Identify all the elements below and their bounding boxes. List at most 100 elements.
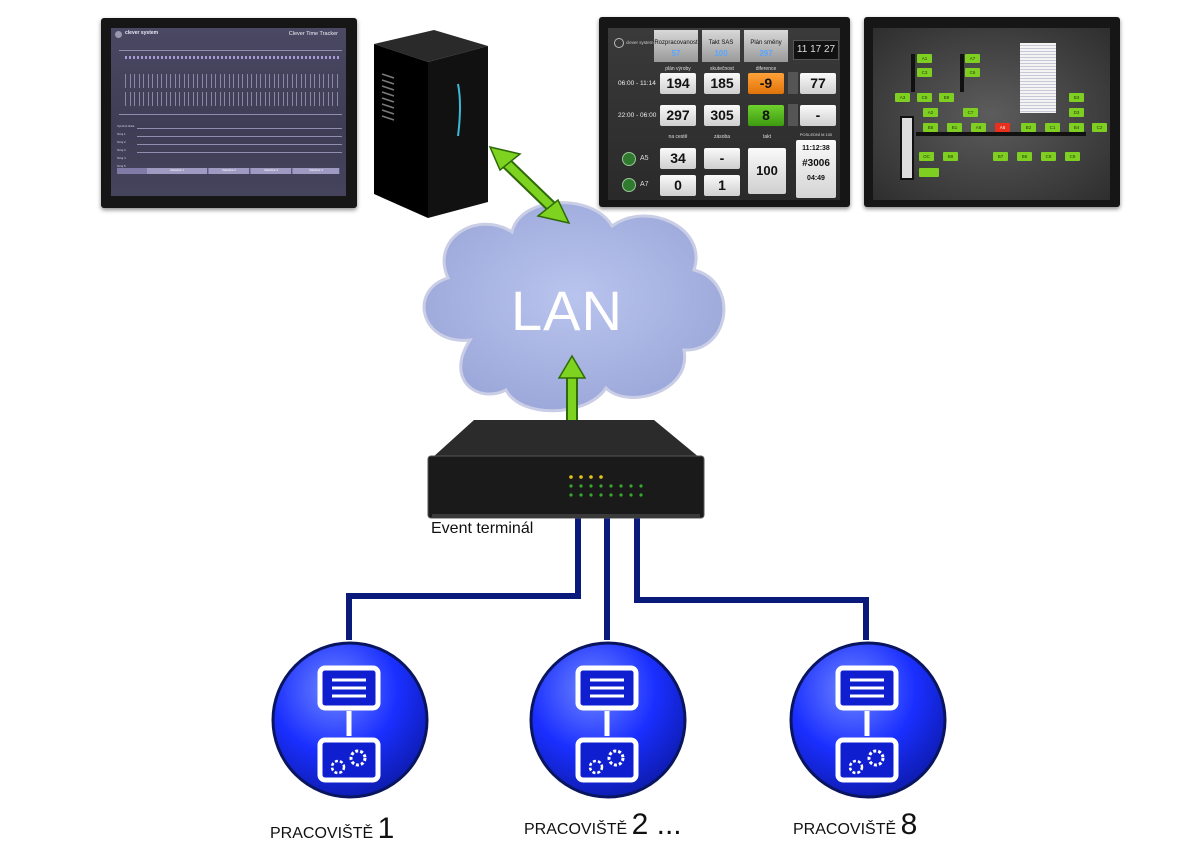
- workstation-number: 2 ...: [631, 808, 682, 841]
- workstation-number: 1: [377, 812, 395, 845]
- side-label: [788, 104, 798, 126]
- order-bar: Zakázka 1 Zakázka 2 Zakázka 3 Zakázka 4: [117, 168, 340, 174]
- conveyor: [916, 132, 1086, 136]
- wip-panel: [654, 30, 698, 62]
- station-cell: C9: [1065, 152, 1080, 161]
- station-cell: C6: [965, 68, 980, 77]
- workstation-prefix: PRACOVIŠTĚ: [793, 821, 897, 838]
- order-cell: Zakázka 1: [147, 168, 208, 174]
- rail: [911, 54, 915, 92]
- time-cell: 77: [800, 73, 836, 94]
- takt-label: Takt SAS: [708, 40, 734, 46]
- plan-cell: 297: [660, 105, 696, 126]
- column-label: skutečnost: [710, 66, 734, 72]
- column-label: diference: [755, 66, 777, 72]
- time-tracker-title: Clever Time Tracker: [288, 31, 338, 37]
- station-cell: A1: [917, 54, 932, 63]
- andon-screen: clever system Rozpracovanost Takt SAS Pl…: [608, 28, 840, 200]
- server-icon: [374, 30, 488, 218]
- station-label: A5: [640, 155, 649, 162]
- row-label: Stroj 4: [117, 156, 126, 160]
- server-link-arrow-icon: [488, 145, 571, 225]
- last-unit-panel: 11:12:38 #3006 04:49: [796, 140, 836, 198]
- shift-label: 06:00 - 11:14: [618, 80, 656, 87]
- plan-value: 297: [759, 49, 773, 58]
- station-cell: D3: [1069, 108, 1084, 117]
- clever-logo-icon: [115, 31, 122, 38]
- plan-panel: [744, 30, 788, 62]
- wip-value: 57: [671, 49, 681, 58]
- order-cell: Zakázka 2: [209, 168, 250, 174]
- workstation-prefix: PRACOVIŠTĚ: [270, 825, 374, 842]
- column-label: plán výroby: [665, 66, 691, 72]
- workstation-1-label: PRACOVIŠTĚ 1: [270, 812, 394, 846]
- station-cell: C2: [1092, 123, 1107, 132]
- layout-screen: A1 A7 C3 C6 A3 C5 B9 B3 A2 C7 D3 B5 B1 A…: [873, 28, 1110, 200]
- actual-cell: 185: [704, 73, 740, 94]
- station-cell: OC: [919, 152, 934, 161]
- row-line: [137, 136, 342, 137]
- timeline-events: [125, 56, 340, 59]
- workstation-prefix: PRACOVIŠTĚ: [524, 821, 628, 838]
- station-cell: B8: [943, 152, 958, 161]
- row-line: [137, 144, 342, 145]
- station-cell: A3: [895, 93, 910, 102]
- station-icon: [622, 152, 636, 166]
- row-line: [137, 128, 342, 129]
- row-line: [137, 152, 342, 153]
- station-cell: C3: [917, 68, 932, 77]
- time-cell: -: [800, 105, 836, 126]
- time-tracker-header: clever system Clever Time Tracker: [111, 28, 346, 42]
- station-cell: A8: [971, 123, 986, 132]
- order-cell: Zakázka 4: [293, 168, 340, 174]
- actual-cell: 305: [704, 105, 740, 126]
- time-tracker-monitor: clever system Clever Time Tracker Výrobn…: [101, 18, 357, 208]
- station-cell: B3: [1069, 93, 1084, 102]
- event-terminal-label: Event terminál: [431, 520, 534, 537]
- row-label: Stroj 2: [117, 140, 126, 144]
- takt-cell-value: 100: [756, 163, 778, 178]
- transit-cell: 34: [660, 148, 696, 169]
- station-cell-alert: A6: [995, 123, 1010, 132]
- station-cell-empty: [919, 168, 939, 177]
- column-label: takt: [762, 134, 772, 140]
- station-cell: C1: [1045, 123, 1060, 132]
- takt-cell: 100: [748, 148, 786, 194]
- row-label: Stroj 1: [117, 132, 126, 136]
- last-duration: 04:49: [807, 175, 825, 182]
- row-label: Stroj 3: [117, 148, 126, 152]
- workstation-2-label: PRACOVIŠTĚ 2 ...: [524, 808, 682, 842]
- station-cell: C7: [963, 108, 978, 117]
- station-cell: A7: [965, 54, 980, 63]
- time-tracker-screen: clever system Clever Time Tracker Výrobn…: [111, 28, 346, 196]
- workstation-3-label: PRACOVIŠTĚ 8: [793, 808, 917, 842]
- time-tracker-brand: clever system: [125, 30, 159, 36]
- last-time: 11:12:38: [802, 145, 830, 152]
- conveyor-head: [900, 116, 914, 180]
- workstation-1-icon: [271, 641, 429, 799]
- difference-cell: -9: [748, 73, 784, 94]
- order-cell: Zakázka 3: [251, 168, 292, 174]
- column-label: zásoba: [713, 134, 731, 140]
- shift-label: 22:00 - 06:00: [618, 112, 657, 119]
- station-icon: [622, 178, 636, 192]
- station-cell: B9: [939, 93, 954, 102]
- lan-label: LAN: [511, 279, 623, 342]
- column-label: na cestě: [668, 134, 688, 140]
- stock-cell: -: [704, 148, 740, 169]
- timeline-axis: [119, 50, 342, 51]
- layout-monitor: A1 A7 C3 C6 A3 C5 B9 B3 A2 C7 D3 B5 B1 A…: [864, 17, 1120, 207]
- rail: [960, 54, 964, 92]
- difference-cell: 8: [748, 105, 784, 126]
- andon-monitor: clever system Rozpracovanost Takt SAS Pl…: [599, 17, 850, 207]
- machine-state-trace: [125, 74, 340, 88]
- wip-label: Rozpracovanost: [654, 40, 698, 46]
- station-cell: C5: [917, 93, 932, 102]
- station-cell: B6: [1017, 152, 1032, 161]
- machine-state-trace: [125, 92, 340, 106]
- last-id: #3006: [802, 158, 830, 169]
- row-label: Výrobní linka: [117, 124, 135, 128]
- plan-label: Plán směny: [750, 40, 782, 46]
- workstation-2-icon: [529, 641, 687, 799]
